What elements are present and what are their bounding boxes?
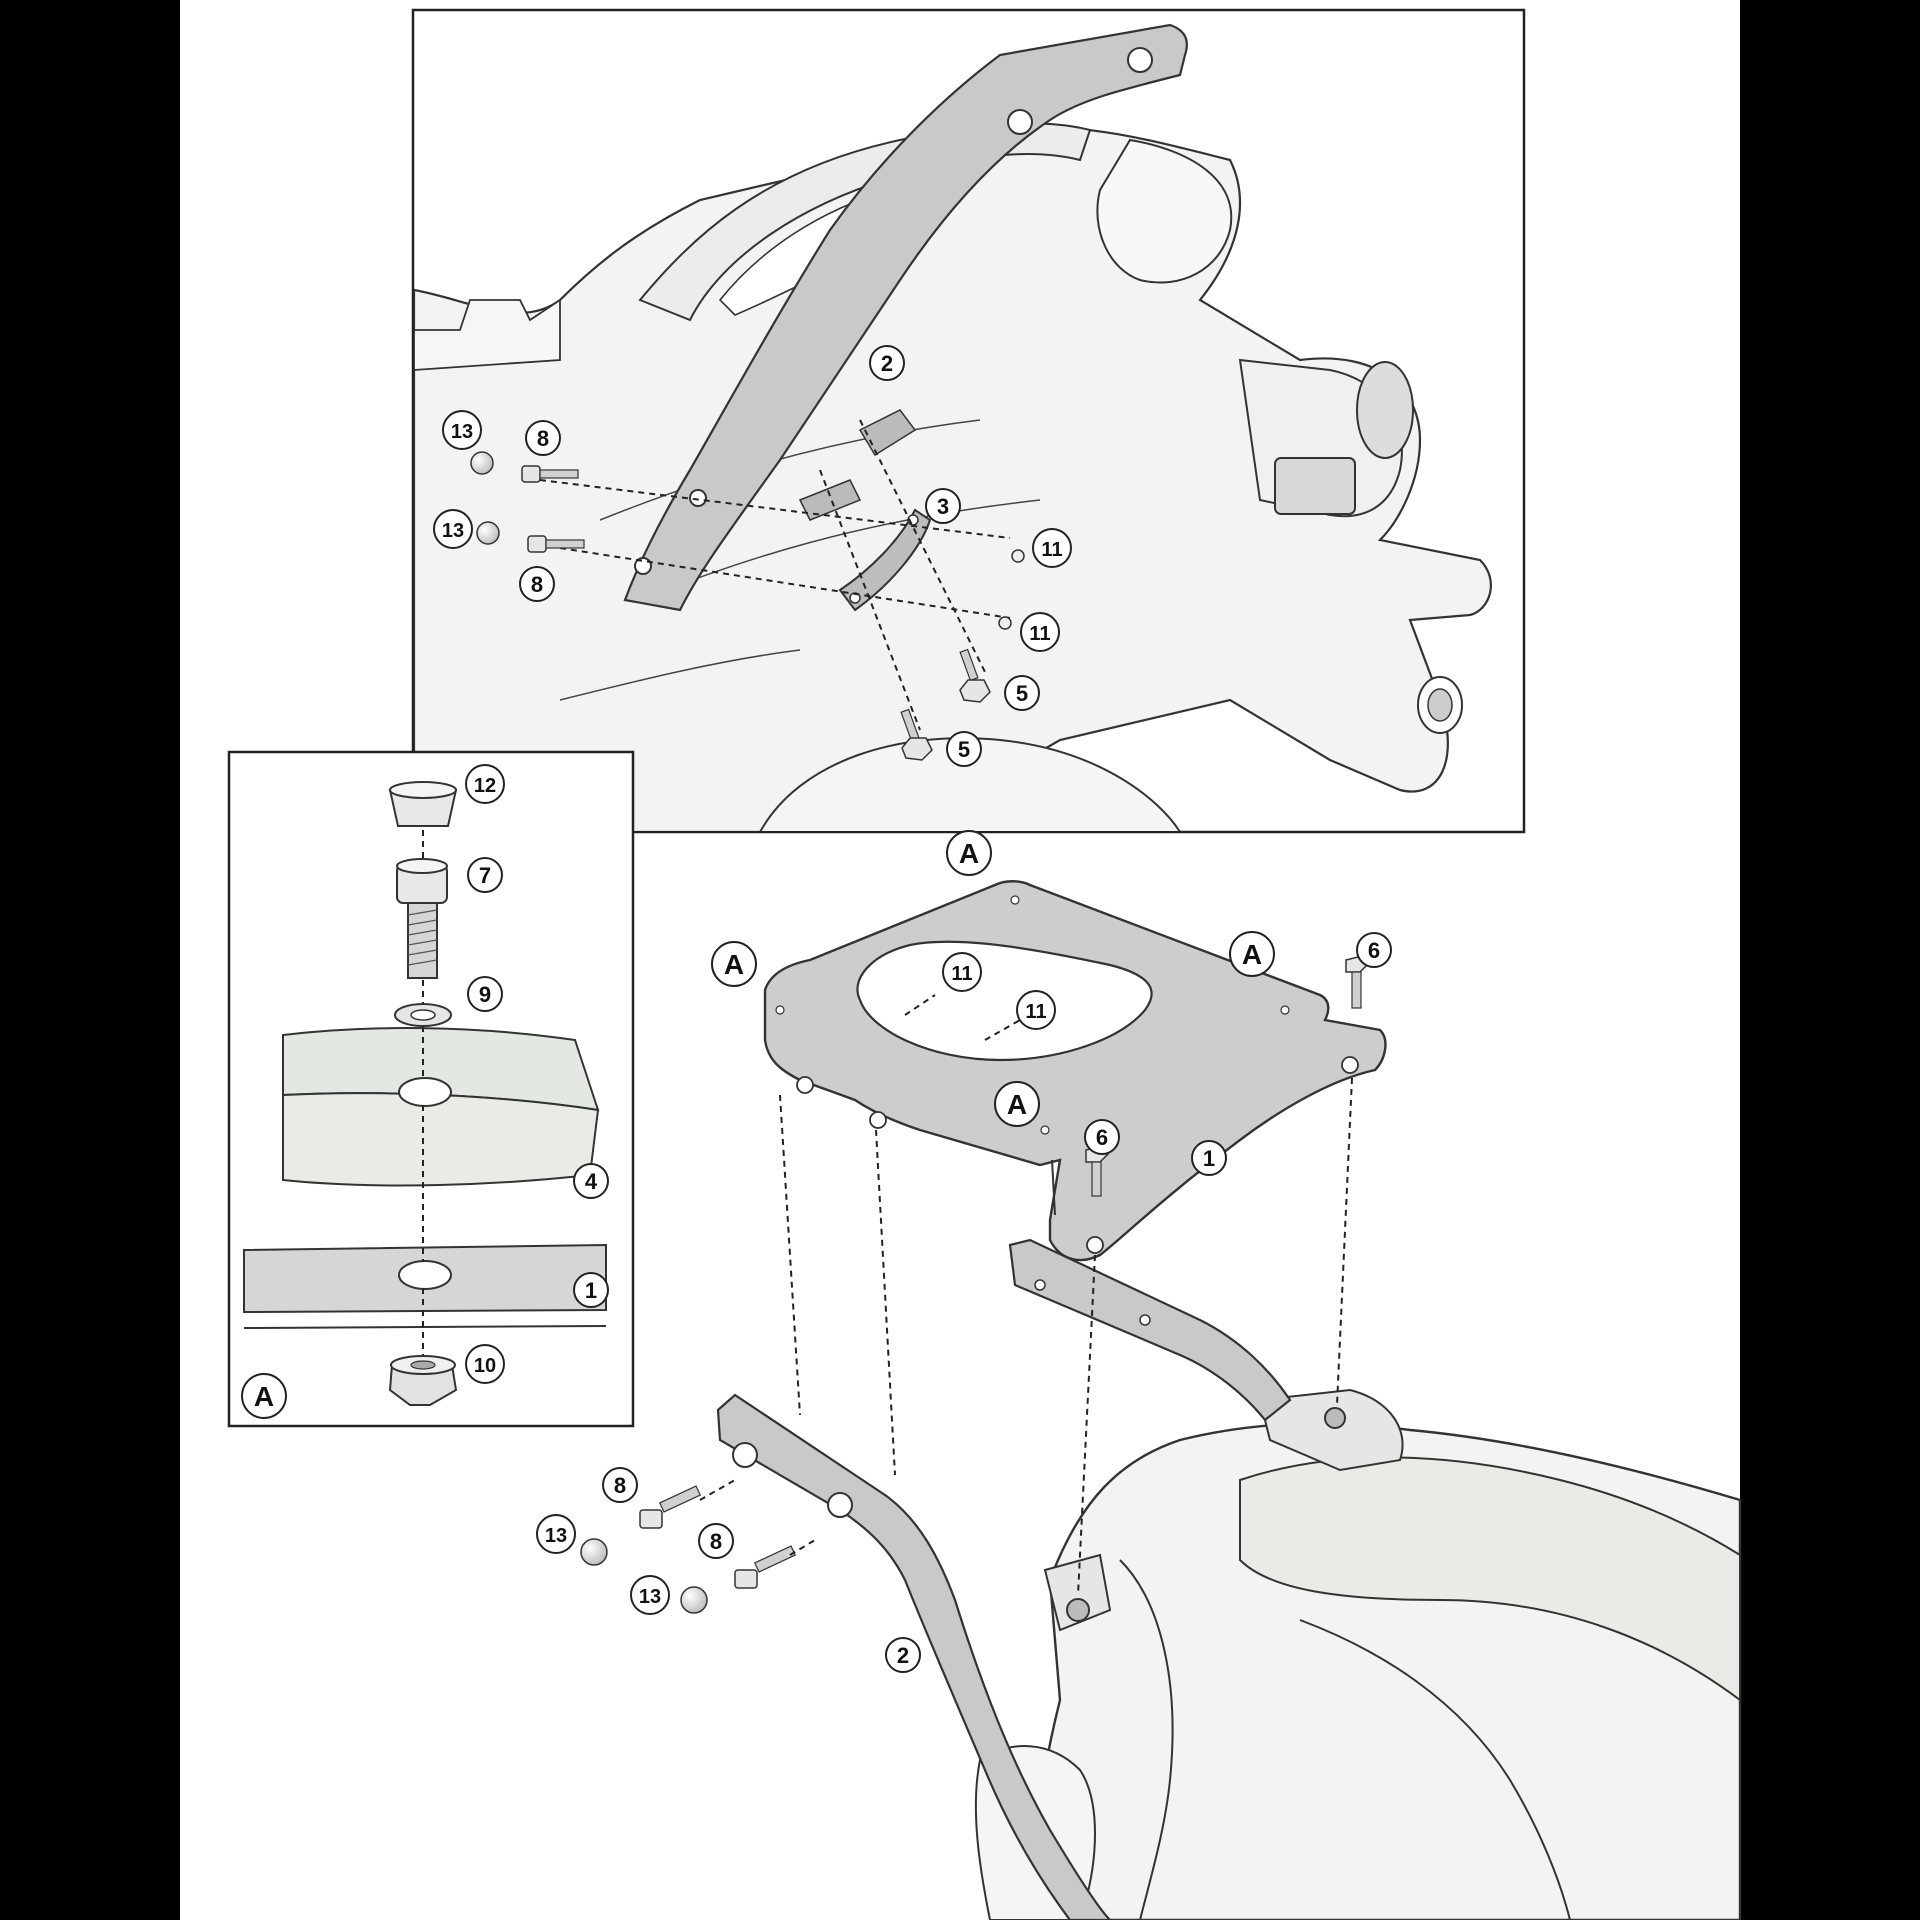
bottom-guide-lines — [699, 994, 1353, 1596]
rack-plate-part-1 — [763, 880, 1387, 1262]
cap-13-a-bottom — [580, 1538, 608, 1566]
bolt-5-a — [959, 648, 991, 703]
bracket-part-3 — [838, 508, 932, 612]
callout-1-bottom-text: 1 — [1203, 1146, 1215, 1171]
callout-9-detail: 9 — [467, 976, 503, 1012]
callout-4-detail: 4 — [573, 1163, 609, 1199]
bolt-8-b — [527, 535, 585, 553]
bolt-8-b-bottom — [734, 1545, 797, 1589]
callout-2-top-text: 2 — [881, 351, 893, 376]
bolt-8-a — [521, 465, 579, 483]
callout-7-detail-text: 7 — [479, 863, 491, 888]
callout-6a-bottom-text: 6 — [1368, 938, 1380, 963]
callout-7-detail: 7 — [467, 857, 503, 893]
callout-10-detail: 10 — [465, 1344, 505, 1384]
callout-11a-top: 11 — [1032, 528, 1072, 568]
callout-13b-top: 13 — [433, 509, 473, 549]
callout-5a-top-text: 5 — [1016, 681, 1028, 706]
callout-3-top-text: 3 — [937, 494, 949, 519]
callout-12-detail-text: 12 — [474, 775, 496, 797]
callout-a1-bottom: A — [946, 830, 992, 876]
callout-a2-bottom: A — [711, 941, 757, 987]
callout-6a-bottom: 6 — [1356, 932, 1392, 968]
callout-8b-bottom: 8 — [698, 1523, 734, 1559]
callout-a-detail-text: A — [254, 1381, 274, 1412]
callout-13b-top-text: 13 — [442, 520, 464, 542]
callout-11b-bottom-text: 11 — [1025, 1001, 1046, 1023]
callout-1-detail: 1 — [573, 1272, 609, 1308]
letterbox-left — [0, 0, 180, 1920]
callout-labels: 2 3 13 8 13 8 11 11 5 5 12 7 9 4 1 10 A … — [241, 345, 1392, 1673]
side-bar-part-2-top — [623, 23, 1188, 612]
callout-11b-top-text: 11 — [1029, 623, 1050, 645]
callout-8a-top-text: 8 — [537, 426, 549, 451]
top-hardware — [470, 451, 1025, 761]
cap-13-a — [470, 451, 494, 475]
callout-6b-bottom-text: 6 — [1096, 1125, 1108, 1150]
callout-10-detail-text: 10 — [474, 1355, 496, 1377]
callout-13a-top-text: 13 — [451, 421, 473, 443]
callout-2-bottom-text: 2 — [897, 1643, 909, 1668]
bolt-8-a-bottom — [639, 1485, 702, 1529]
callout-a1-bottom-text: A — [959, 838, 979, 869]
callout-8a-bottom: 8 — [602, 1467, 638, 1503]
bottom-hardware — [580, 955, 1369, 1614]
callout-a3-bottom: A — [1229, 931, 1275, 977]
callout-8a-top: 8 — [525, 420, 561, 456]
callout-5b-top: 5 — [946, 731, 982, 767]
callout-13b-bottom-text: 13 — [639, 1586, 661, 1608]
detail-a-panel — [227, 750, 635, 1428]
callout-6b-bottom: 6 — [1084, 1119, 1120, 1155]
callout-11b-bottom: 11 — [1016, 990, 1056, 1030]
bolt-5-b — [900, 708, 933, 761]
callout-11a-bottom: 11 — [942, 952, 982, 992]
callout-a4-bottom-text: A — [1007, 1089, 1027, 1120]
callout-a4-bottom: A — [994, 1081, 1040, 1127]
callout-1-bottom: 1 — [1191, 1140, 1227, 1176]
callout-3-top: 3 — [925, 488, 961, 524]
callout-1-detail-text: 1 — [585, 1278, 597, 1303]
callout-13a-bottom: 13 — [536, 1514, 576, 1554]
callout-a2-bottom-text: A — [724, 949, 744, 980]
callout-8b-top-text: 8 — [531, 572, 543, 597]
top-view-panel — [411, 8, 1526, 834]
callout-12-detail: 12 — [465, 764, 505, 804]
callout-8b-bottom-text: 8 — [710, 1529, 722, 1554]
callout-2-top: 2 — [869, 345, 905, 381]
callout-5a-top: 5 — [1004, 675, 1040, 711]
top-guide-lines — [539, 419, 1011, 731]
side-bar-part-2-bottom — [716, 1393, 1112, 1920]
callout-11a-bottom-text: 11 — [951, 963, 972, 985]
callout-13a-bottom-text: 13 — [545, 1525, 567, 1547]
callout-a3-bottom-text: A — [1242, 939, 1262, 970]
callout-5b-top-text: 5 — [958, 737, 970, 762]
callout-11b-top: 11 — [1020, 612, 1060, 652]
side-bar-right-bottom — [1008, 1238, 1292, 1422]
callout-a-detail: A — [241, 1373, 287, 1419]
callout-9-detail-text: 9 — [479, 982, 491, 1007]
callout-13b-bottom: 13 — [630, 1575, 670, 1615]
callout-4-detail-text: 4 — [585, 1169, 598, 1194]
callout-8b-top: 8 — [519, 566, 555, 602]
callout-11a-top-text: 11 — [1041, 539, 1062, 561]
cap-13-b — [476, 521, 500, 545]
callout-2-bottom: 2 — [885, 1637, 921, 1673]
letterbox-right — [1740, 0, 1920, 1920]
cap-13-b-bottom — [680, 1586, 708, 1614]
callout-13a-top: 13 — [442, 410, 482, 450]
callout-8a-bottom-text: 8 — [614, 1473, 626, 1498]
